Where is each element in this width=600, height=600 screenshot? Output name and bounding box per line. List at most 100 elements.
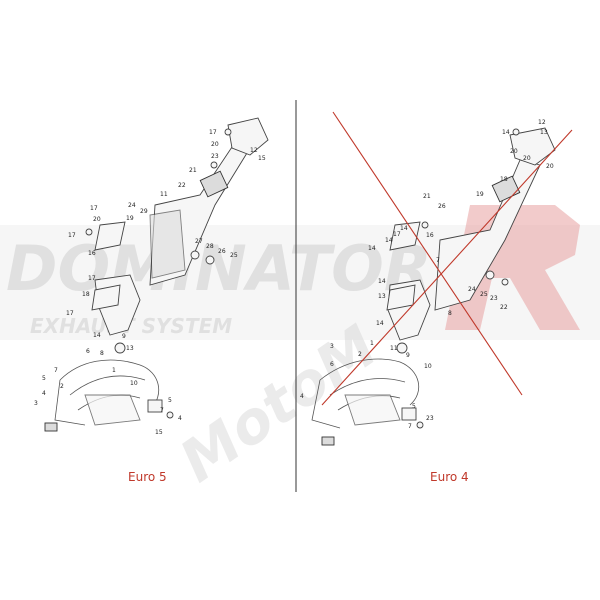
euro5-clamp bbox=[147, 399, 163, 413]
callout: 1 bbox=[370, 340, 374, 347]
callout: 4 bbox=[178, 415, 182, 422]
euro4-bolt bbox=[485, 270, 495, 280]
euro4-bracket-upper bbox=[389, 221, 421, 251]
euro5-label: Euro 5 bbox=[128, 470, 167, 484]
euro4-bolt bbox=[501, 278, 509, 286]
callout: 23 bbox=[211, 153, 219, 160]
callout: 25 bbox=[230, 252, 238, 259]
callout: 23 bbox=[426, 415, 434, 422]
euro5-header-4 bbox=[54, 379, 86, 426]
callout: 17 bbox=[66, 310, 74, 317]
callout: 2 bbox=[60, 383, 64, 390]
euro4-bolt bbox=[512, 128, 520, 136]
euro5-end-cap bbox=[227, 117, 269, 156]
euro4-collector bbox=[344, 394, 401, 426]
euro4-bolt bbox=[416, 421, 424, 429]
euro5-bolt bbox=[114, 342, 126, 354]
euro4-header-4 bbox=[311, 379, 341, 429]
euro5-header-2 bbox=[69, 375, 146, 396]
callout: 14 bbox=[368, 245, 376, 252]
callout: 12 bbox=[538, 119, 546, 126]
callout: 28 bbox=[206, 243, 214, 250]
callout: 6 bbox=[86, 348, 90, 355]
callout: 14 bbox=[385, 237, 393, 244]
callout: 17 bbox=[68, 232, 76, 239]
callout: 17 bbox=[209, 129, 217, 136]
callout: 18 bbox=[500, 176, 508, 183]
callout: 9 bbox=[122, 333, 126, 340]
euro5-muffler-shell bbox=[149, 209, 186, 279]
euro4-end-cap bbox=[509, 127, 556, 166]
callout: 11 bbox=[390, 345, 398, 352]
callout: 13 bbox=[540, 129, 548, 136]
callout: 27 bbox=[195, 238, 203, 245]
callout: 22 bbox=[500, 304, 508, 311]
callout: 17 bbox=[90, 205, 98, 212]
callout: 1 bbox=[112, 367, 116, 374]
euro4-callouts: 12 14 13 20 20 20 18 19 21 26 14 17 14 1… bbox=[300, 119, 554, 430]
callout: 10 bbox=[424, 363, 432, 370]
callout: 7 bbox=[160, 407, 164, 414]
callout: 6 bbox=[330, 361, 334, 368]
callout: 17 bbox=[88, 275, 96, 282]
watermark-brand: DOMINATOR bbox=[6, 232, 432, 305]
watermark-layer: DOMINATOR EXHAUST SYSTEM MotoM bbox=[0, 205, 600, 496]
callout: 4 bbox=[42, 390, 46, 397]
callout: 8 bbox=[100, 350, 104, 357]
callout: 20 bbox=[546, 163, 554, 170]
euro5-bolt bbox=[166, 411, 174, 419]
callout: 15 bbox=[258, 155, 266, 162]
callout: 5 bbox=[412, 403, 416, 410]
euro5-bolt bbox=[210, 161, 218, 169]
euro5-bolt bbox=[85, 228, 93, 236]
callout: 14 bbox=[93, 332, 101, 339]
callout: 23 bbox=[490, 295, 498, 302]
callout: 11 bbox=[160, 191, 168, 198]
callout: 19 bbox=[476, 191, 484, 198]
callout: 7 bbox=[54, 367, 58, 374]
euro4-bolt bbox=[421, 221, 429, 229]
callout: 16 bbox=[426, 232, 434, 239]
callout: 14 bbox=[376, 320, 384, 327]
callout: 18 bbox=[82, 291, 90, 298]
callout: 15 bbox=[155, 429, 163, 436]
callout: 20 bbox=[93, 216, 101, 223]
euro5-header-1 bbox=[59, 359, 159, 411]
callout: 20 bbox=[211, 141, 219, 148]
euro4-muffler bbox=[434, 159, 541, 311]
callout: 5 bbox=[42, 375, 46, 382]
callout: 14 bbox=[502, 129, 510, 136]
euro5-header-collector bbox=[84, 394, 141, 426]
euro4-fwd-tag bbox=[321, 436, 335, 446]
callout: 16 bbox=[88, 250, 96, 257]
callout: 25 bbox=[480, 291, 488, 298]
callout: 10 bbox=[130, 380, 138, 387]
callout: 13 bbox=[126, 345, 134, 352]
callout: 3 bbox=[330, 343, 334, 350]
callout: 20 bbox=[510, 148, 518, 155]
callout: 24 bbox=[128, 202, 136, 209]
euro5-diagram bbox=[44, 117, 269, 432]
cross-line-1 bbox=[332, 111, 523, 396]
callout: 26 bbox=[218, 248, 226, 255]
euro4-clamp bbox=[401, 407, 417, 421]
euro5-fwd-tag bbox=[44, 422, 58, 432]
callout: 13 bbox=[378, 293, 386, 300]
callout: 21 bbox=[423, 193, 431, 200]
euro5-bracket-upper bbox=[94, 221, 126, 251]
euro4-header-1 bbox=[319, 358, 420, 406]
callout: 5 bbox=[168, 397, 172, 404]
callout: 14 bbox=[378, 278, 386, 285]
euro5-bolt bbox=[224, 128, 232, 136]
euro5-bolt bbox=[205, 255, 215, 265]
callout: 2 bbox=[358, 351, 362, 358]
callout: 8 bbox=[448, 310, 452, 317]
callout: 29 bbox=[140, 208, 148, 215]
callout: 9 bbox=[406, 352, 410, 359]
euro4-header-2 bbox=[329, 378, 406, 396]
callout: 17 bbox=[393, 231, 401, 238]
callout: 26 bbox=[438, 203, 446, 210]
euro5-bolt bbox=[190, 250, 200, 260]
callout: 4 bbox=[300, 393, 304, 400]
